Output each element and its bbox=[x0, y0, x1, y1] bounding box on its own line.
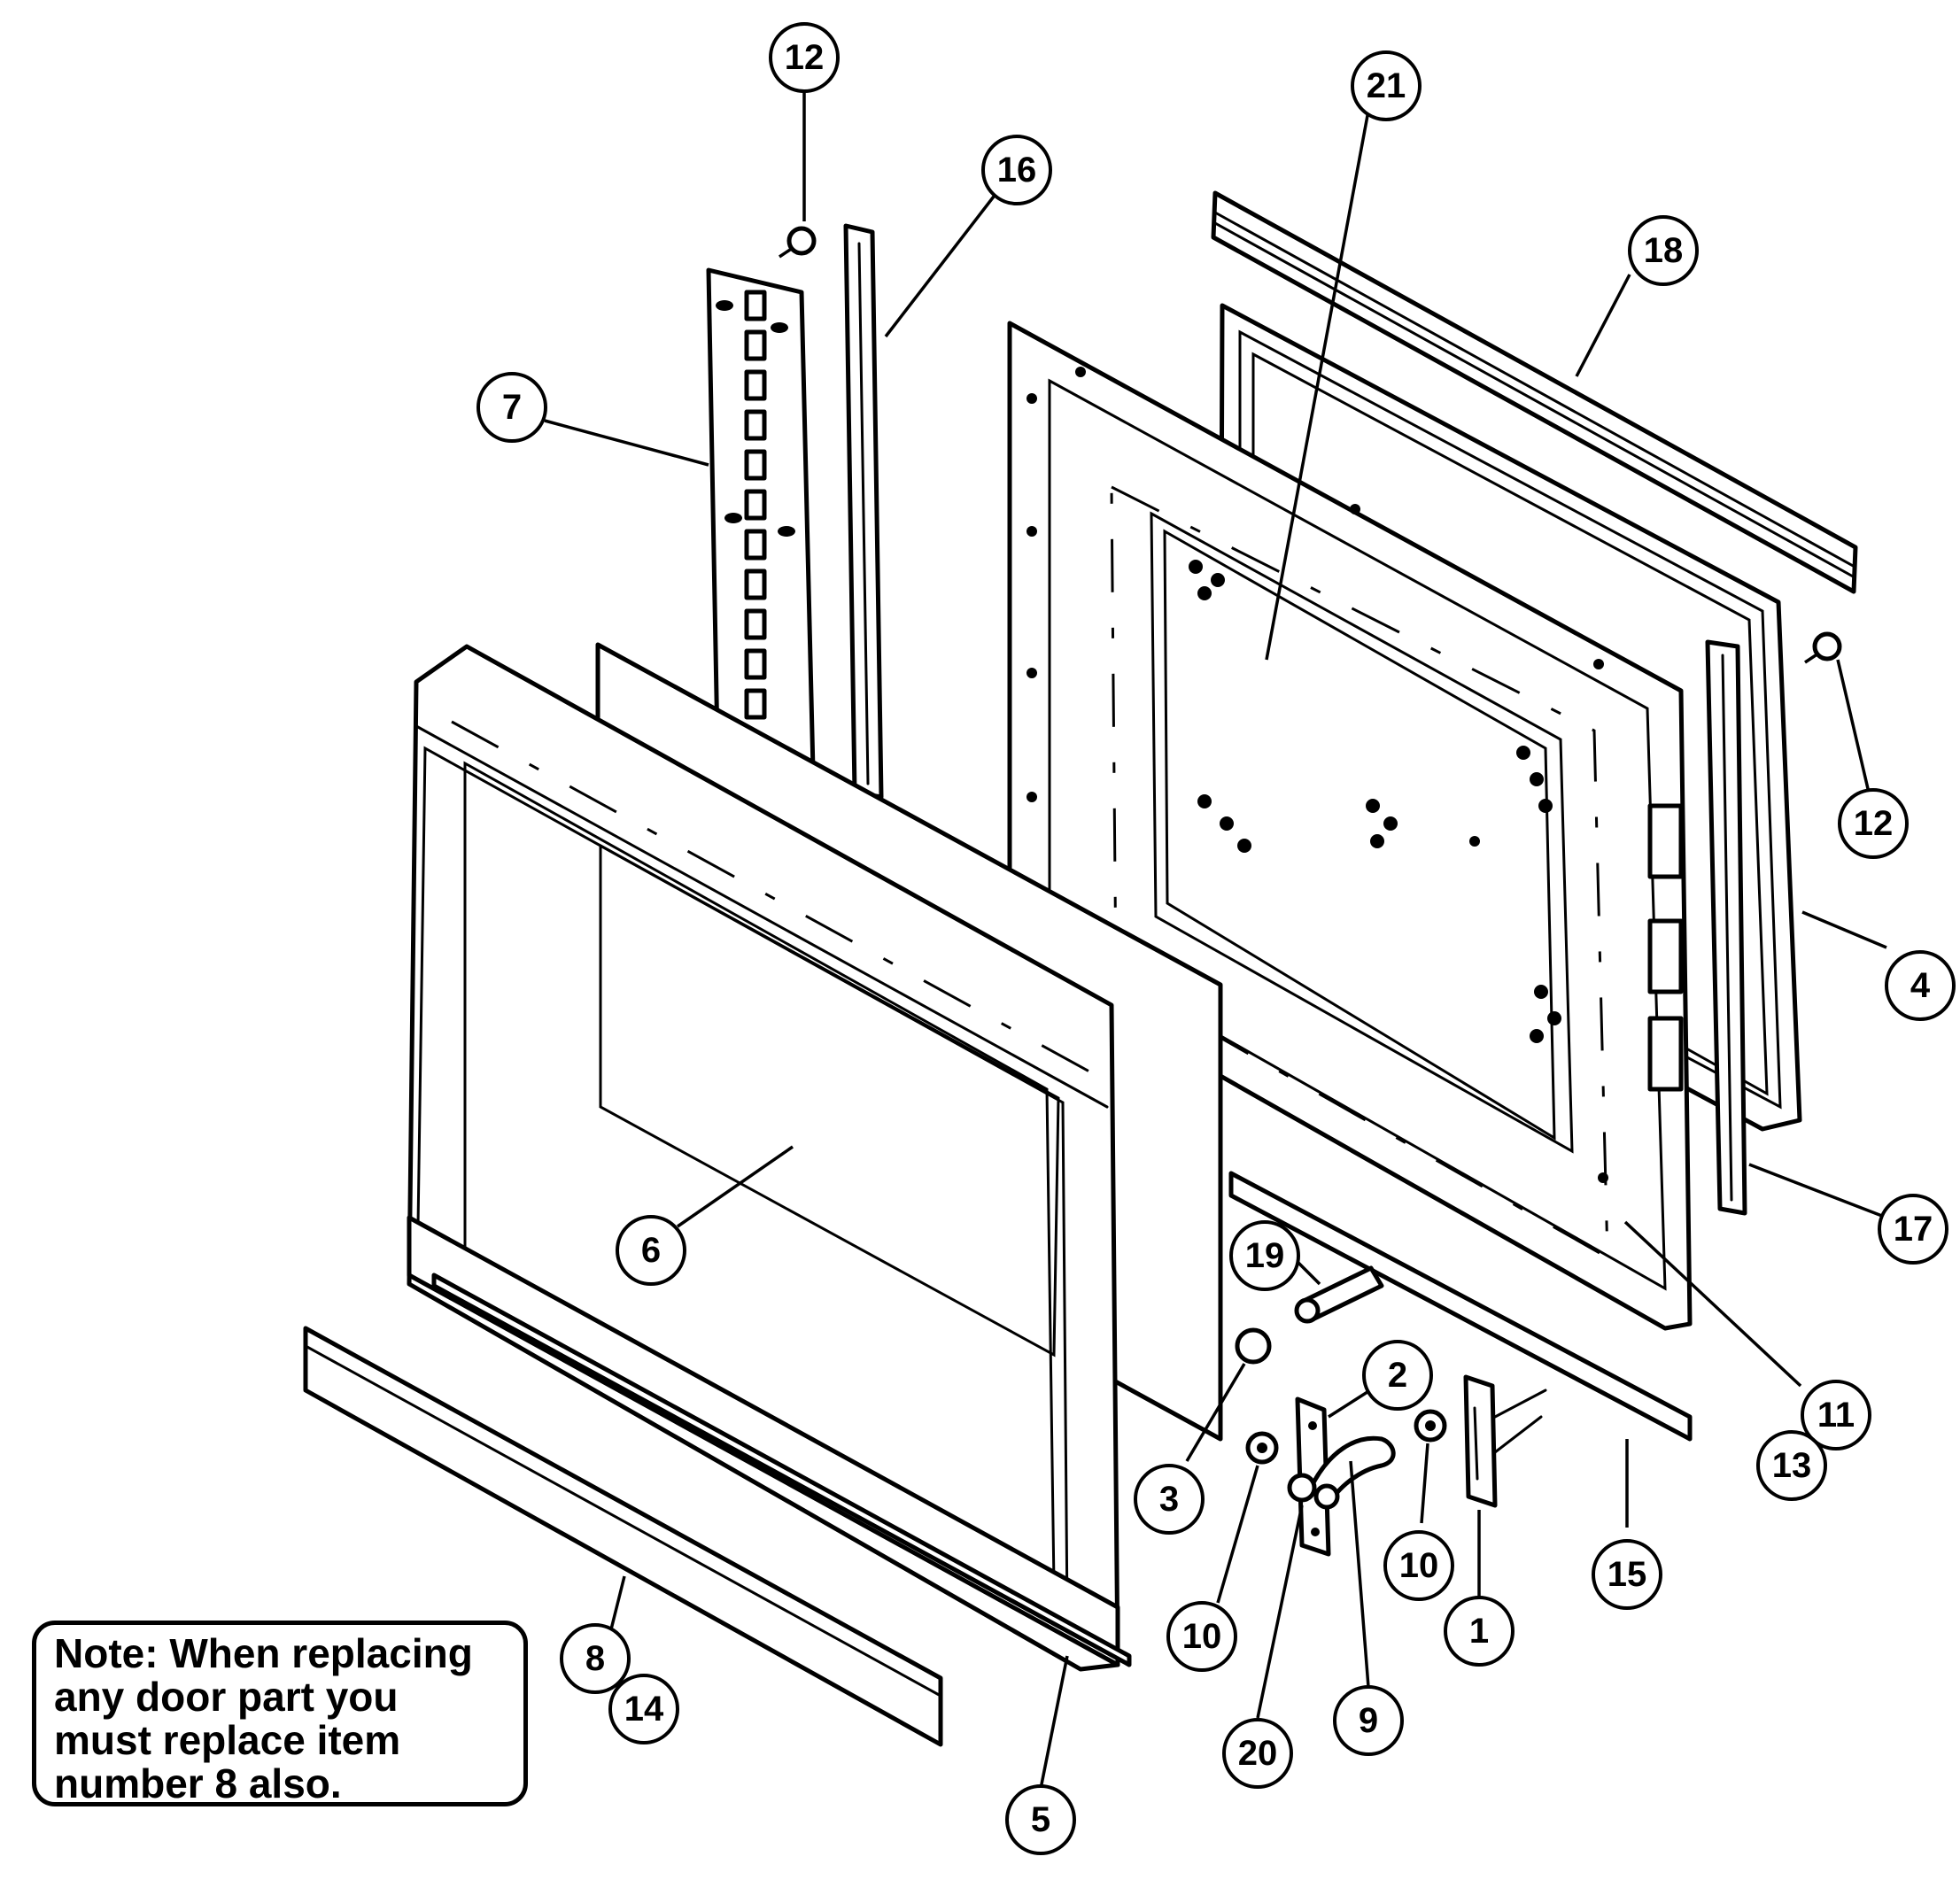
callout-12: 12 bbox=[769, 22, 840, 93]
leader-lines bbox=[544, 90, 1887, 1790]
svg-text:16: 16 bbox=[997, 151, 1037, 190]
callout-2: 2 bbox=[1362, 1340, 1433, 1411]
part-19-pin bbox=[1294, 1265, 1384, 1324]
svg-text:20: 20 bbox=[1238, 1734, 1278, 1773]
callout-10: 10 bbox=[1383, 1530, 1454, 1601]
svg-text:19: 19 bbox=[1245, 1236, 1285, 1275]
note-line-1: Note: When replacing bbox=[54, 1630, 473, 1676]
part-11-inner-panel bbox=[1007, 321, 1693, 1331]
svg-text:7: 7 bbox=[502, 388, 522, 427]
part-16-side-channel bbox=[843, 223, 884, 800]
part-5-bottom-strip bbox=[431, 1273, 1132, 1667]
part-15-bottom-rail bbox=[1228, 1171, 1693, 1442]
part-12-screw-top bbox=[779, 226, 817, 259]
svg-text:21: 21 bbox=[1367, 66, 1406, 105]
vent-dots bbox=[1026, 367, 1608, 1183]
svg-text:12: 12 bbox=[785, 38, 825, 77]
callout-1: 1 bbox=[1444, 1596, 1515, 1667]
part-8-kick-plate bbox=[303, 1326, 943, 1747]
callout-21: 21 bbox=[1351, 50, 1422, 121]
note-line-4: number 8 also. bbox=[54, 1760, 342, 1806]
part-3-knob bbox=[1235, 1327, 1272, 1365]
callout-20: 20 bbox=[1222, 1718, 1293, 1789]
callout-11: 11 bbox=[1801, 1380, 1871, 1450]
callout-9: 9 bbox=[1333, 1685, 1404, 1756]
svg-text:12: 12 bbox=[1854, 804, 1894, 843]
svg-text:3: 3 bbox=[1159, 1480, 1179, 1519]
callout-5: 5 bbox=[1005, 1784, 1076, 1855]
part-1-hinge-plate bbox=[1463, 1374, 1547, 1508]
part-12-screw-right bbox=[1804, 631, 1842, 664]
callout-12: 12 bbox=[1838, 788, 1909, 859]
svg-text:11: 11 bbox=[1817, 1396, 1855, 1435]
part-10-bushing-left bbox=[1245, 1431, 1279, 1465]
part-7-hinge-bracket bbox=[706, 267, 816, 773]
callout-19: 19 bbox=[1229, 1220, 1300, 1291]
part-18-top-trim bbox=[1211, 190, 1858, 594]
svg-text:9: 9 bbox=[1359, 1701, 1378, 1740]
part-10-bushing-right bbox=[1414, 1409, 1447, 1443]
callout-13: 13 bbox=[1756, 1430, 1827, 1501]
callout-8: 8 bbox=[560, 1623, 631, 1694]
callout-14: 14 bbox=[608, 1674, 679, 1744]
callout-6: 6 bbox=[616, 1215, 686, 1286]
svg-text:14: 14 bbox=[624, 1690, 664, 1729]
svg-text:2: 2 bbox=[1388, 1356, 1407, 1395]
callout-3: 3 bbox=[1134, 1464, 1205, 1535]
svg-text:13: 13 bbox=[1772, 1446, 1812, 1485]
svg-text:4: 4 bbox=[1910, 966, 1931, 1005]
hinge-chain bbox=[744, 290, 767, 720]
callout-4: 4 bbox=[1885, 950, 1956, 1021]
replacement-note-box: Note: When replacing any door part you m… bbox=[32, 1621, 528, 1806]
callout-7: 7 bbox=[476, 372, 547, 443]
svg-text:5: 5 bbox=[1031, 1800, 1050, 1839]
callout-16: 16 bbox=[981, 135, 1052, 205]
note-line-2: any door part you bbox=[54, 1674, 399, 1720]
svg-text:10: 10 bbox=[1182, 1617, 1222, 1656]
callout-10: 10 bbox=[1166, 1601, 1237, 1672]
svg-text:8: 8 bbox=[585, 1639, 605, 1678]
svg-text:18: 18 bbox=[1644, 231, 1684, 270]
part-17-side-channel bbox=[1705, 639, 1747, 1216]
svg-text:1: 1 bbox=[1469, 1612, 1489, 1651]
svg-text:6: 6 bbox=[641, 1231, 661, 1270]
part-20-hinge-roller bbox=[1287, 1473, 1340, 1510]
callout-15: 15 bbox=[1592, 1539, 1662, 1610]
callout-17: 17 bbox=[1878, 1194, 1948, 1265]
callout-18: 18 bbox=[1628, 215, 1699, 286]
note-line-3: must replace item bbox=[54, 1717, 401, 1763]
svg-text:17: 17 bbox=[1894, 1210, 1933, 1249]
svg-text:15: 15 bbox=[1608, 1555, 1647, 1594]
svg-text:10: 10 bbox=[1399, 1546, 1439, 1585]
